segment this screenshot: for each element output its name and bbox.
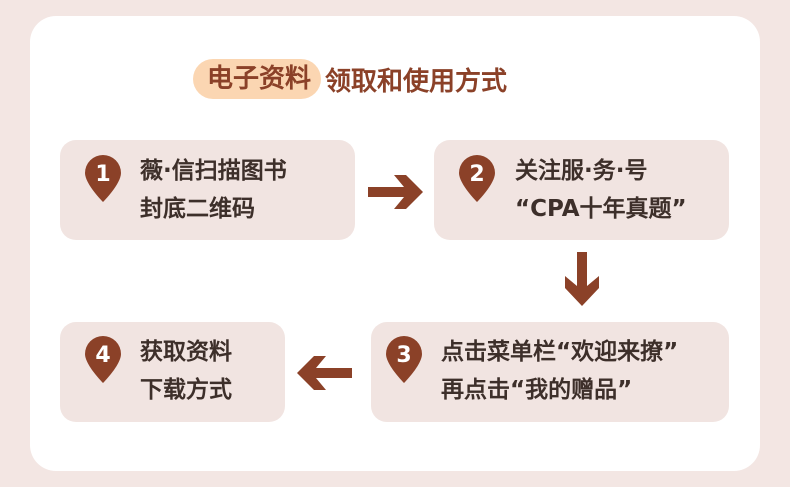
page-title: 电子资料 领取和使用方式 — [193, 58, 507, 100]
step-1-text: 薇·信扫描图书 封底二维码 — [140, 152, 287, 228]
arrow-left-icon — [294, 353, 354, 393]
step-4-number: 4 — [95, 343, 110, 368]
title-highlight: 电子资料 — [193, 59, 322, 99]
step-4-line-2: 下载方式 — [140, 377, 232, 403]
step-3-line-1: 点击菜单栏“欢迎来撩” — [441, 339, 679, 365]
arrow-down-icon — [562, 250, 602, 308]
step-1-number: 1 — [95, 162, 110, 187]
step-1-line-1: 薇·信扫描图书 — [140, 158, 287, 184]
step-3-number: 3 — [396, 343, 411, 368]
step-1-pin-icon: 1 — [83, 154, 123, 204]
step-1-line-2: 封底二维码 — [140, 196, 255, 222]
step-2-number: 2 — [469, 162, 484, 187]
step-4-text: 获取资料 下载方式 — [140, 333, 232, 409]
step-2-pin-icon: 2 — [457, 154, 497, 204]
step-4-line-1: 获取资料 — [140, 339, 232, 365]
step-3-text: 点击菜单栏“欢迎来撩” 再点击“我的赠品” — [441, 333, 678, 409]
step-4-pin-icon: 4 — [83, 335, 123, 385]
step-2-line-1: 关注服·务·号 — [515, 158, 648, 184]
step-3-pin-icon: 3 — [384, 335, 424, 385]
step-3-line-2: 再点击“我的赠品” — [441, 377, 633, 403]
title-rest: 领取和使用方式 — [325, 66, 508, 97]
step-3-box — [371, 322, 729, 422]
step-2-line-2: “CPA十年真题” — [515, 196, 687, 222]
arrow-right-icon — [366, 172, 426, 212]
step-2-text: 关注服·务·号 “CPA十年真题” — [515, 152, 687, 228]
